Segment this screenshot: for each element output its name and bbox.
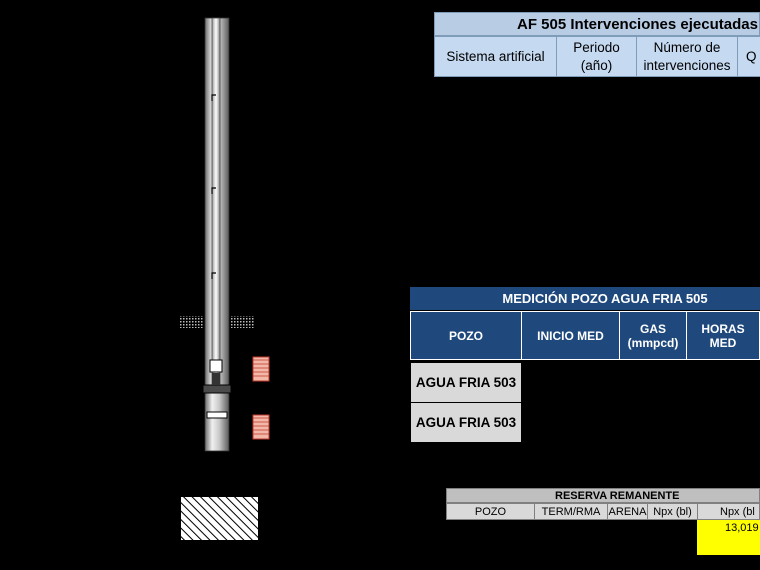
- header-npx-2: Npx (bl: [697, 503, 760, 520]
- header-npx: Npx (bl): [647, 503, 698, 520]
- header-pozo-reserva: POZO: [446, 503, 535, 520]
- perforation-lower: [252, 414, 270, 440]
- formation-mark-left: [180, 316, 204, 328]
- header-q: Q: [737, 36, 760, 77]
- header-numero-intervenciones: Número de intervenciones: [636, 36, 738, 77]
- tubing: [211, 17, 221, 387]
- bottom-hole-block: [181, 497, 258, 540]
- header-gas: GAS (mmpcd): [619, 311, 687, 360]
- pozo-cell: AGUA FRIA 503: [411, 403, 521, 442]
- well-schematic: [180, 17, 270, 540]
- header-inicio-med: INICIO MED: [521, 311, 620, 360]
- header-arena: ARENA: [607, 503, 648, 520]
- header-horas-med: HORAS MED: [686, 311, 760, 360]
- interventions-title: AF 505 Intervenciones ejecutadas: [434, 12, 760, 36]
- perforation-upper: [252, 356, 270, 382]
- header-pozo: POZO: [410, 311, 522, 360]
- header-term-rma: TERM/RMA: [534, 503, 608, 520]
- reserva-title: RESERVA REMANENTE: [446, 488, 760, 503]
- nipple: [212, 373, 220, 385]
- bridge-plug: [206, 411, 228, 419]
- tubing-anchor: [202, 384, 232, 394]
- header-sistema-artificial: Sistema artificial: [434, 36, 557, 77]
- medicion-title: MEDICIÓN POZO AGUA FRIA 505: [410, 287, 760, 310]
- formation-mark-right: [231, 316, 255, 328]
- gas-lift-mandrel: [211, 94, 216, 279]
- header-periodo: Periodo (año): [556, 36, 637, 77]
- pozo-cell: AGUA FRIA 503: [411, 363, 521, 402]
- packer: [209, 359, 223, 373]
- npx-value: 13,019: [697, 520, 760, 555]
